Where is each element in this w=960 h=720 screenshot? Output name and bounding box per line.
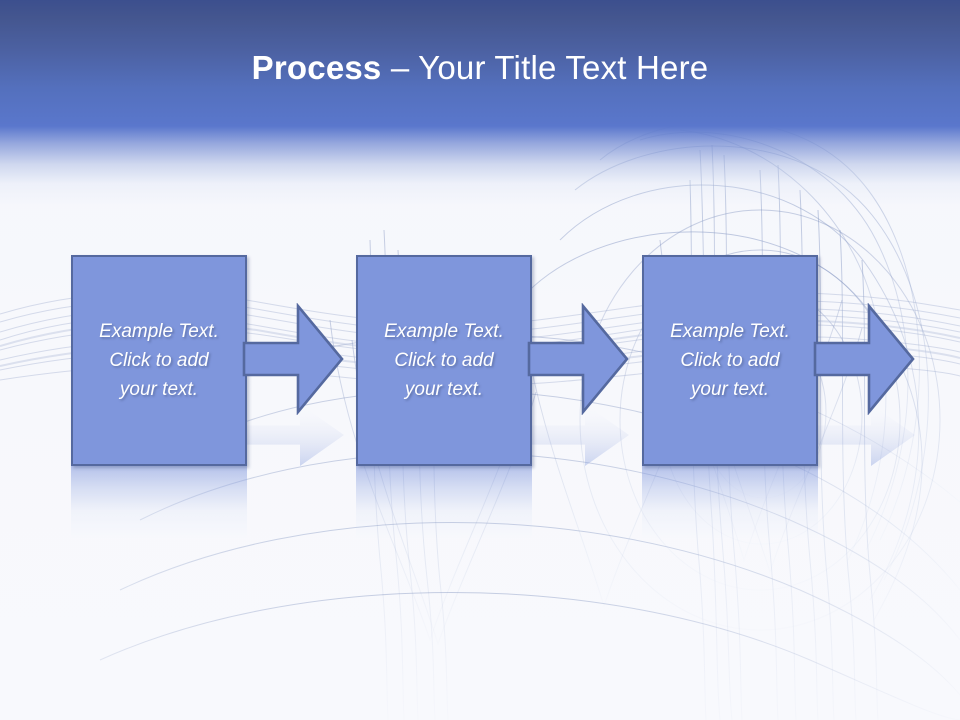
process-step-3[interactable]: Example Text. Click to add your text. <box>642 255 818 466</box>
header-band <box>0 0 960 126</box>
step-3-reflection <box>642 466 818 538</box>
process-arrow-3[interactable] <box>813 303 915 415</box>
step-2-reflection <box>356 466 532 538</box>
process-step-1-text: Example Text. Click to add your text. <box>99 321 219 400</box>
page-title-strong: Process <box>251 49 382 86</box>
process-step-3-text: Example Text. Click to add your text. <box>670 321 790 400</box>
header-gradient-fade <box>0 126 960 206</box>
process-arrow-1[interactable] <box>242 303 344 415</box>
process-step-2[interactable]: Example Text. Click to add your text. <box>356 255 532 466</box>
process-step-1[interactable]: Example Text. Click to add your text. <box>71 255 247 466</box>
page-title-rest: – Your Title Text Here <box>381 49 709 86</box>
process-step-2-text: Example Text. Click to add your text. <box>384 321 504 400</box>
step-1-reflection <box>71 466 247 538</box>
process-arrow-2[interactable] <box>527 303 629 415</box>
page-title: Process – Your Title Text Here <box>0 48 960 88</box>
